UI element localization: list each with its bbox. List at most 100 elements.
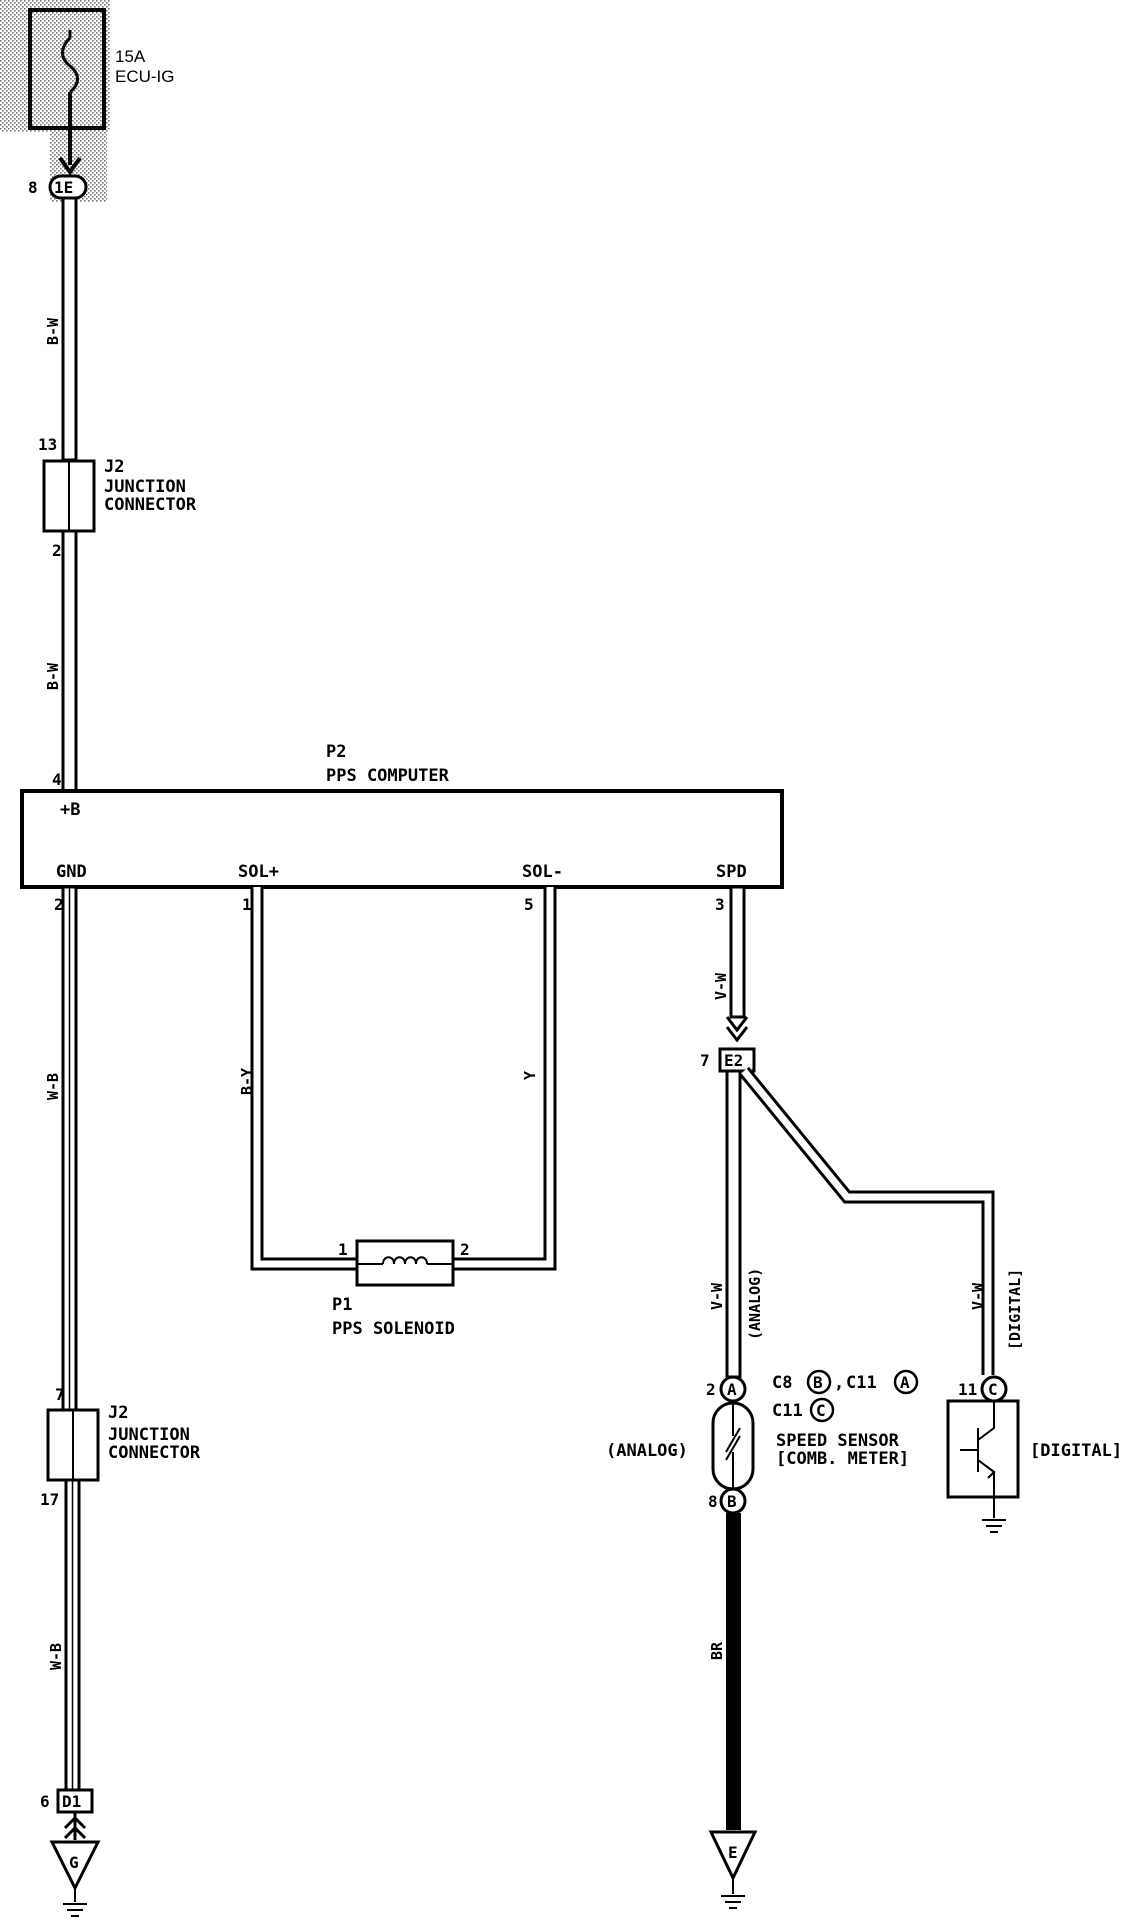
solenoid-pin2: 2 xyxy=(460,1240,470,1259)
wire-label-vw-1: V-W xyxy=(712,972,730,1000)
computer-pin-bplus: 4 xyxy=(52,770,62,789)
ref-c11-a-circle xyxy=(893,1369,919,1395)
ref-c8-b: B xyxy=(813,1373,823,1392)
wire-bw-top: B-W xyxy=(44,196,78,462)
ground-g-label: G xyxy=(69,1853,79,1872)
junction-connector-j2-bottom: 7 17 J2 JUNCTION CONNECTOR xyxy=(40,1385,201,1509)
solenoid-loop: 1 5 B-Y Y xyxy=(238,887,557,1271)
computer-id: P2 xyxy=(326,742,346,762)
ground-g: G xyxy=(49,1840,101,1917)
wire-br: BR xyxy=(708,1513,741,1830)
terminal-gnd: GND xyxy=(56,862,87,882)
fuse-box xyxy=(28,8,106,130)
sensor-name-line2: [COMB. METER] xyxy=(776,1449,909,1469)
terminal-spd: SPD xyxy=(716,862,747,882)
wire-vw-spd: 3 V-W xyxy=(712,885,749,1043)
pin-a: 2 xyxy=(706,1380,716,1399)
connector-d1: D1 6 xyxy=(40,1788,94,1840)
ref-c11: C11 xyxy=(846,1373,877,1393)
ground-e-label: E xyxy=(728,1843,738,1862)
pin-c: 11 xyxy=(958,1380,977,1399)
wire-label-wb-1: W-B xyxy=(44,1073,62,1100)
speed-sensor-analog: A 2 B 8 (ANALOG) xyxy=(606,1375,755,1515)
wire-label-bw-2: B-W xyxy=(44,662,62,690)
sensor-name-line1: SPEED SENSOR xyxy=(776,1431,900,1451)
solenoid-id: P1 xyxy=(332,1295,352,1315)
pps-solenoid: 1 2 P1 PPS SOLENOID xyxy=(332,1239,470,1339)
fuse-name: ECU-IG xyxy=(115,67,175,86)
ref-c11-c: C xyxy=(816,1401,826,1420)
ref-c8: C8 xyxy=(772,1373,792,1393)
fuse-rating: 15A xyxy=(115,47,146,66)
wire-label-wb-2: W-B xyxy=(47,1643,65,1670)
pps-computer: P2 PPS COMPUTER 4 +B GND SOL+ SOL- SPD xyxy=(20,742,784,889)
connector-d1-label: D1 xyxy=(62,1792,81,1811)
j2-top-pin-out: 2 xyxy=(52,541,62,560)
fuse-area: 15A ECU-IG 1E 8 xyxy=(0,0,175,202)
ref-c11-a: A xyxy=(900,1373,910,1392)
wire-label-br: BR xyxy=(708,1641,726,1660)
wire-analog-label: (ANALOG) xyxy=(746,1268,764,1340)
br-wire xyxy=(726,1513,741,1830)
wire-bw-mid: B-W xyxy=(44,529,78,793)
ref-c11-2: C11 xyxy=(772,1401,803,1421)
computer-pin-gnd: 2 xyxy=(54,895,64,914)
ground-e: E xyxy=(708,1830,758,1909)
terminal-sol-minus: SOL- xyxy=(522,862,563,882)
j2-bottom-pin-in: 7 xyxy=(55,1385,65,1404)
digital-label: [DIGITAL] xyxy=(1030,1441,1122,1461)
connector-d1-pin: 6 xyxy=(40,1792,50,1811)
ref-c11-c-circle xyxy=(809,1397,835,1423)
wire-vw-analog: V-W (ANALOG) xyxy=(708,1069,764,1379)
wire-wb-bottom: W-B xyxy=(47,1478,81,1792)
connector-arrow-icon xyxy=(58,156,82,176)
analog-label: (ANALOG) xyxy=(606,1441,688,1461)
junction-connector-j2-top: 13 2 J2 JUNCTION CONNECTOR xyxy=(38,435,197,560)
ref-comma: , xyxy=(834,1373,844,1393)
j2-bottom-line2: CONNECTOR xyxy=(108,1443,201,1463)
j2-bottom-line1: JUNCTION xyxy=(108,1425,190,1445)
j2-bottom-id: J2 xyxy=(108,1403,128,1423)
computer-pin-spd: 3 xyxy=(715,895,725,914)
connector-e2-label: E2 xyxy=(724,1051,743,1070)
computer-name: PPS COMPUTER xyxy=(326,766,450,786)
connector-1e-pin: 8 xyxy=(28,178,38,197)
j2-top-line2: CONNECTOR xyxy=(104,495,197,515)
solenoid-pin1: 1 xyxy=(338,1240,348,1259)
wire-vw-digital: V-W [DIGITAL] xyxy=(738,1066,1024,1375)
ground-triangle-icon xyxy=(49,1840,101,1892)
wire-label-y: Y xyxy=(521,1071,539,1080)
solenoid-name: PPS SOLENOID xyxy=(332,1319,455,1339)
computer-pin-sol-plus: 1 xyxy=(242,895,252,914)
j2-top-id: J2 xyxy=(104,457,124,477)
pin-b: 8 xyxy=(708,1492,718,1511)
conn-a-circle xyxy=(719,1375,747,1403)
transistor-icon xyxy=(960,1401,995,1497)
terminal-bplus: +B xyxy=(60,800,80,820)
wire-label-vw-analog: V-W xyxy=(708,1282,726,1310)
computer-box xyxy=(20,789,784,889)
conn-c-label: C xyxy=(988,1380,998,1399)
wire-wb-top: 2 W-B xyxy=(44,885,78,1412)
connector-1e-label: 1E xyxy=(54,178,73,197)
conn-b-label: B xyxy=(727,1492,737,1511)
wire-digital-label: [DIGITAL] xyxy=(1006,1269,1024,1350)
wire-label-vw-digital: V-W xyxy=(969,1282,987,1310)
computer-pin-sol-minus: 5 xyxy=(524,895,534,914)
sensor-switch-icon xyxy=(725,1403,741,1489)
connector-arrow-icon xyxy=(725,1016,749,1043)
speed-sensor-digital: C 11 [DIGITAL] xyxy=(946,1375,1122,1533)
speed-sensor-refs: C8 B , C11 A C11 C SPEED SENSOR [COMB. M… xyxy=(772,1369,919,1469)
digital-sensor-box xyxy=(946,1399,1020,1499)
connector-e2: E2 7 xyxy=(700,1047,756,1073)
ground-triangle-icon xyxy=(708,1830,758,1882)
j2-top-pin-in: 13 xyxy=(38,435,57,454)
coil-icon xyxy=(382,1256,428,1265)
terminal-sol-plus: SOL+ xyxy=(238,862,279,882)
connector-e2-pin: 7 xyxy=(700,1051,710,1070)
ref-c8-b-circle xyxy=(806,1369,832,1395)
conn-a-label: A xyxy=(727,1380,737,1399)
j2-top-line1: JUNCTION xyxy=(104,477,186,497)
wire-label-bw-1: B-W xyxy=(44,317,62,345)
